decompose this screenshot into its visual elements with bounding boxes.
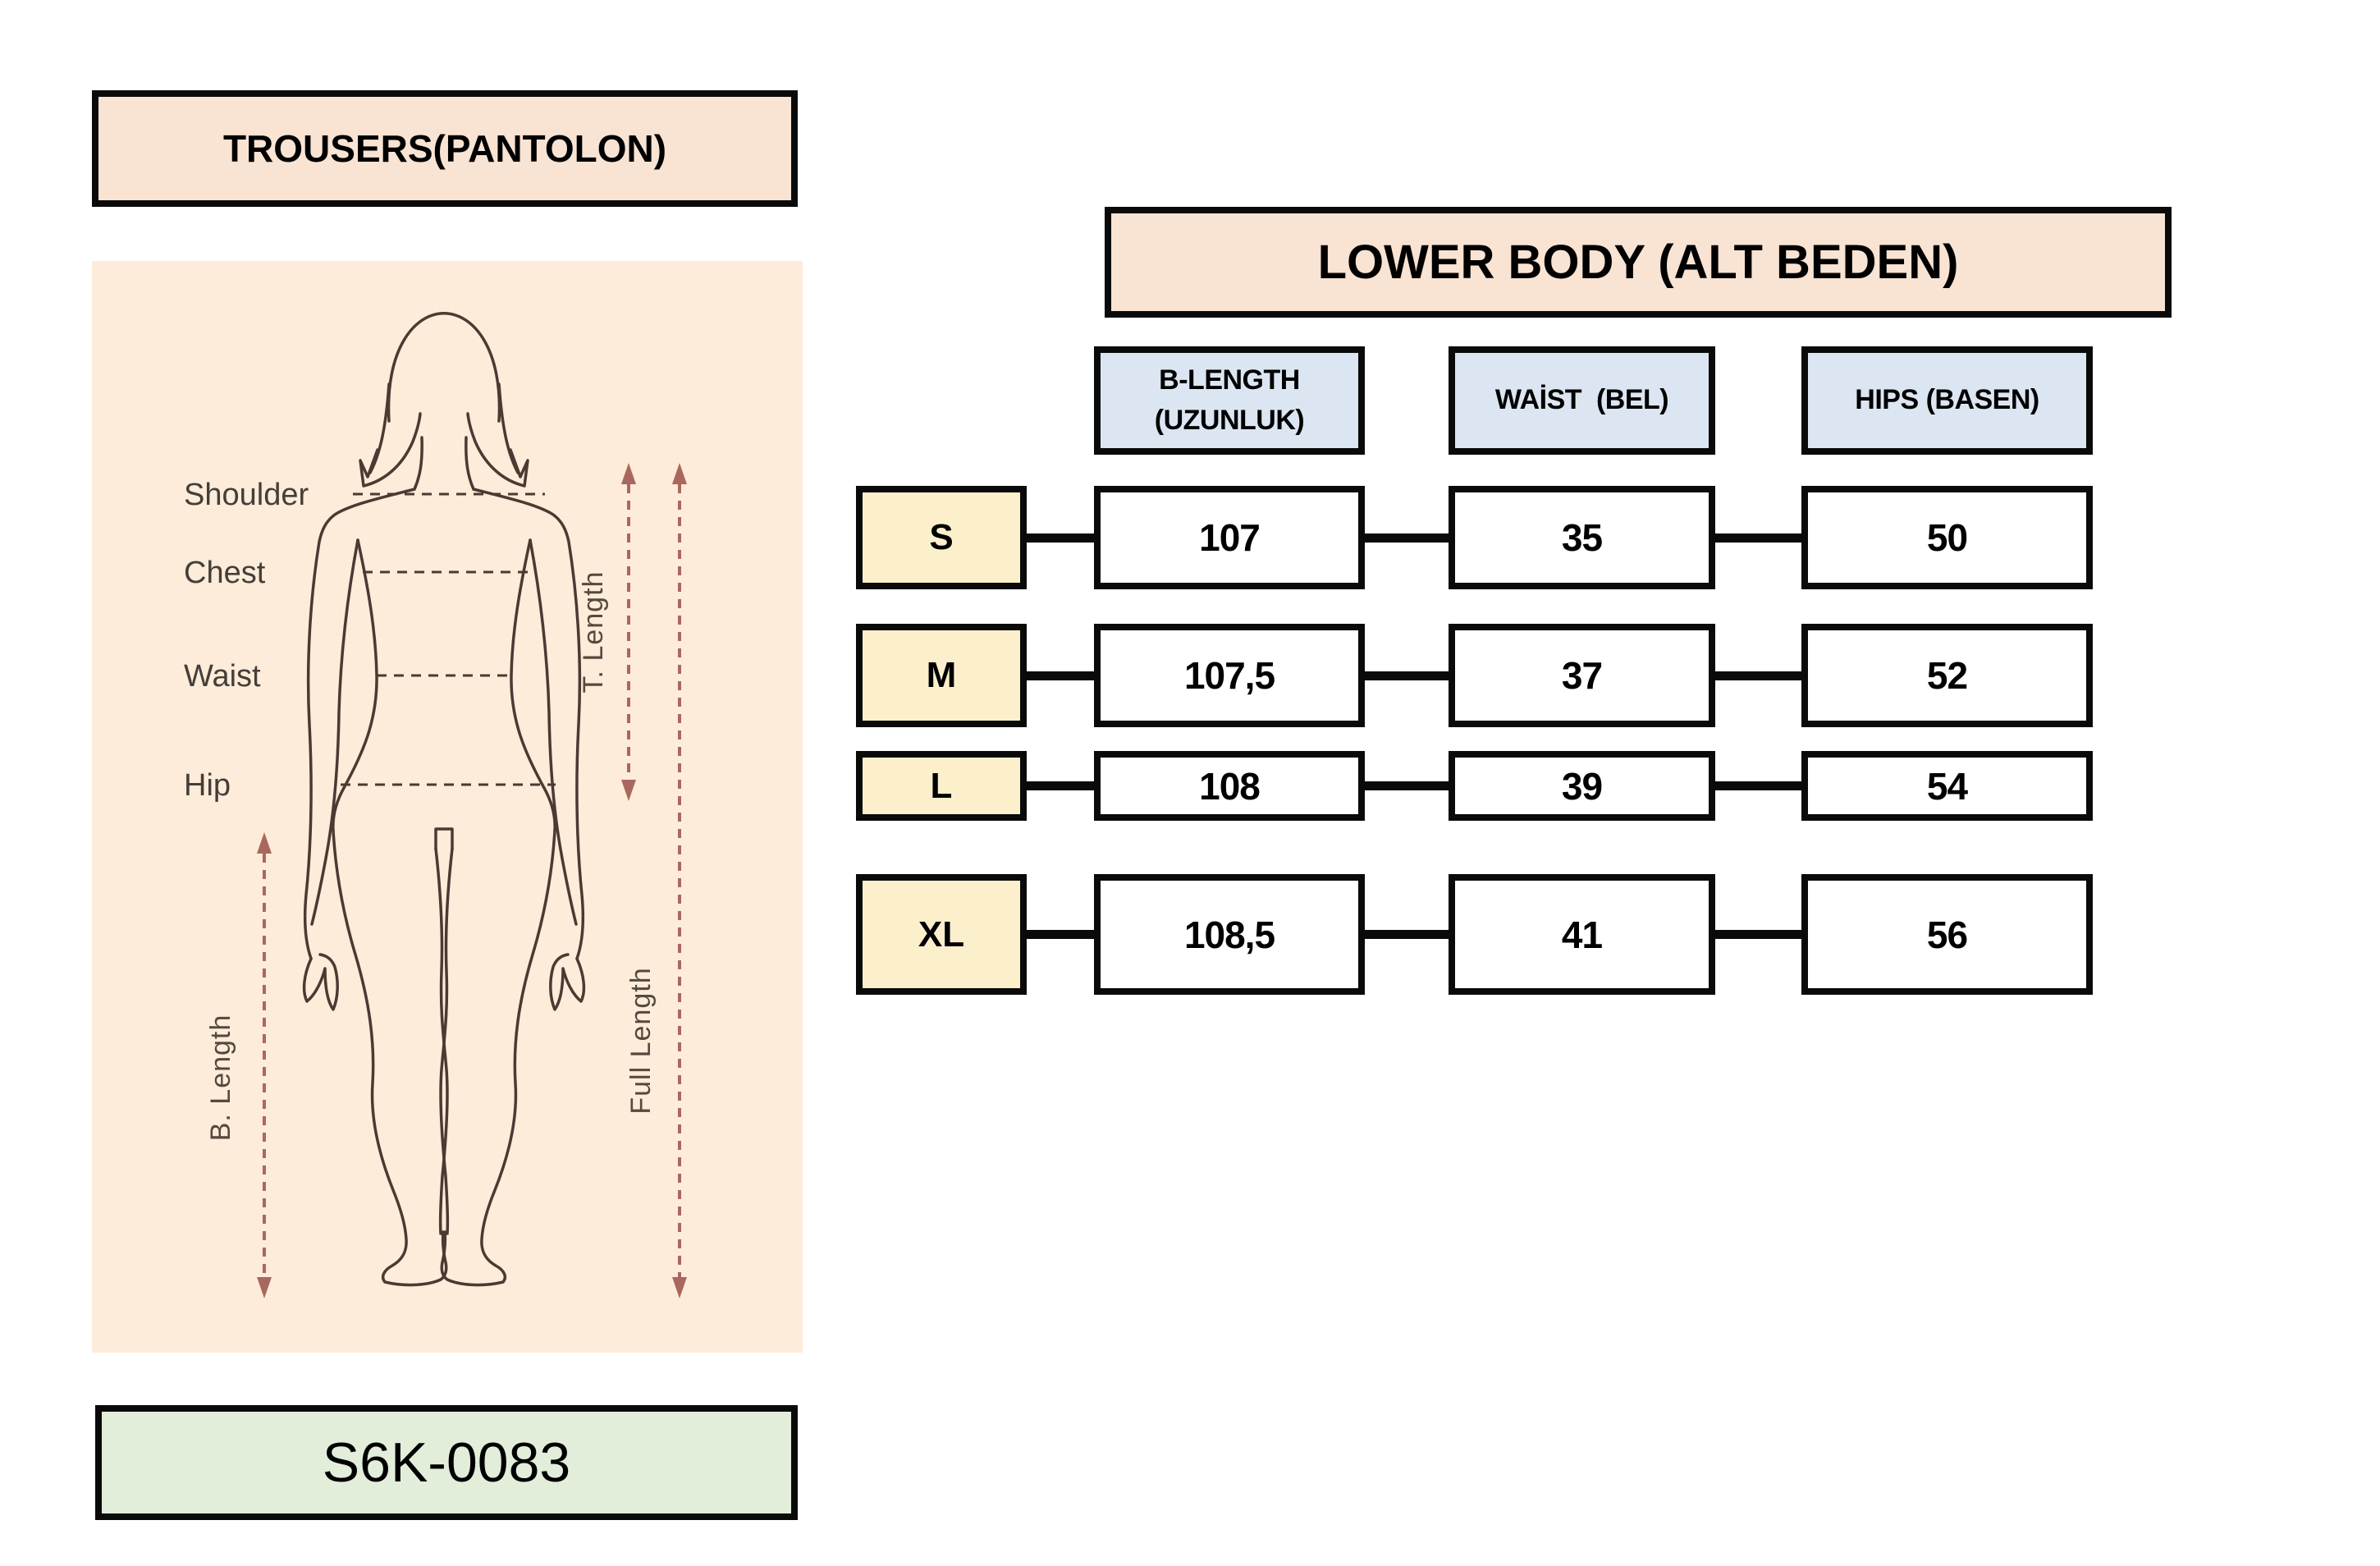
column-header-b-length: B-LENGTH (UZUNLUK) bbox=[1094, 346, 1365, 455]
figure-arm-right bbox=[472, 488, 585, 960]
size-label: S bbox=[929, 517, 954, 557]
connector-line bbox=[1715, 930, 1801, 939]
figure-crotch-notch bbox=[434, 827, 454, 850]
length-arrows bbox=[257, 463, 687, 1298]
value-text: 41 bbox=[1561, 913, 1603, 956]
garment-title: TROUSERS(PANTOLON) bbox=[222, 127, 667, 170]
female-body-figure bbox=[302, 312, 586, 1287]
full-length-arrowhead-top bbox=[672, 463, 687, 484]
figure-leg-right bbox=[440, 829, 556, 1287]
waist-label: Waist bbox=[184, 659, 261, 694]
value-text: 50 bbox=[1926, 516, 1968, 559]
garment-title-box: TROUSERS(PANTOLON) bbox=[92, 90, 798, 207]
value-text: 52 bbox=[1926, 654, 1968, 697]
figure-hand-right bbox=[549, 953, 586, 1011]
connector-line bbox=[1365, 671, 1449, 680]
size-box-xl: XL bbox=[856, 874, 1027, 995]
size-row-xl: XL 108,5 41 56 bbox=[856, 874, 2093, 995]
b-length-arrowhead-bottom bbox=[257, 1277, 272, 1298]
value-text: 107,5 bbox=[1183, 654, 1275, 697]
value-text: 39 bbox=[1561, 764, 1603, 808]
connector-line bbox=[1027, 781, 1094, 790]
table-title-text: LOWER BODY (ALT BEDEN) bbox=[1317, 236, 1959, 289]
value-text: 56 bbox=[1926, 913, 1968, 956]
value-cell-b-length: 108 bbox=[1094, 751, 1365, 821]
value-cell-waist: 35 bbox=[1449, 486, 1715, 589]
connector-line bbox=[1715, 671, 1801, 680]
lower-body-table-title: LOWER BODY (ALT BEDEN) bbox=[1105, 207, 2172, 318]
body-diagram-svg: Shoulder Chest Waist Hip T. Length Full … bbox=[184, 312, 687, 1298]
value-cell-hips: 52 bbox=[1801, 624, 2093, 727]
t-length-arrowhead-top bbox=[621, 463, 636, 484]
body-measurement-diagram: Shoulder Chest Waist Hip T. Length Full … bbox=[92, 261, 803, 1353]
figure-inner-arm-left bbox=[310, 538, 359, 926]
value-cell-b-length: 108,5 bbox=[1094, 874, 1365, 995]
value-text: 107 bbox=[1199, 516, 1261, 559]
size-box-s: S bbox=[856, 486, 1027, 589]
value-cell-waist: 37 bbox=[1449, 624, 1715, 727]
column-header-line: (UZUNLUK) bbox=[1154, 405, 1305, 436]
connector-line bbox=[1715, 533, 1801, 543]
b-length-label: B. Length bbox=[205, 1014, 236, 1142]
figure-leg-left bbox=[332, 829, 448, 1287]
connector-line bbox=[1027, 671, 1094, 680]
figure-inner-arm-right bbox=[529, 538, 578, 926]
value-cell-hips: 54 bbox=[1801, 751, 2093, 821]
value-text: 35 bbox=[1561, 516, 1603, 559]
size-box-l: L bbox=[856, 751, 1027, 821]
value-cell-hips: 56 bbox=[1801, 874, 2093, 995]
chest-label: Chest bbox=[184, 556, 266, 590]
hip-label: Hip bbox=[184, 768, 231, 803]
figure-torso-right bbox=[510, 538, 556, 832]
size-row-l: L 108 39 54 bbox=[856, 751, 2093, 821]
connector-line bbox=[1027, 930, 1094, 939]
value-cell-hips: 50 bbox=[1801, 486, 2093, 589]
connector-line bbox=[1365, 930, 1449, 939]
figure-hand-left bbox=[302, 953, 339, 1011]
connector-line bbox=[1365, 781, 1449, 790]
connector-line bbox=[1715, 781, 1801, 790]
size-box-m: M bbox=[856, 624, 1027, 727]
size-row-m: M 107,5 37 52 bbox=[856, 624, 2093, 727]
t-length-arrowhead-bottom bbox=[621, 780, 636, 801]
figure-hair-right bbox=[466, 382, 529, 488]
figure-inner-leg-right bbox=[439, 847, 454, 1235]
column-header-hips: HIPS (BASEN) bbox=[1801, 346, 2093, 455]
connector-line bbox=[1365, 533, 1449, 543]
measurement-dashed-lines bbox=[341, 492, 556, 786]
size-label: M bbox=[926, 655, 957, 695]
figure-arm-left bbox=[303, 488, 416, 960]
figure-hair-left bbox=[359, 382, 422, 488]
shoulder-label: Shoulder bbox=[184, 478, 309, 512]
size-row-s: S 107 35 50 bbox=[856, 486, 2093, 589]
t-length-label: T. Length bbox=[578, 571, 609, 694]
size-label: L bbox=[930, 765, 953, 806]
value-text: 108,5 bbox=[1183, 913, 1275, 956]
figure-torso-left bbox=[332, 538, 378, 832]
size-label: XL bbox=[918, 914, 965, 955]
column-header-line: WAİST (BEL) bbox=[1494, 384, 1669, 416]
value-text: 108 bbox=[1199, 764, 1261, 808]
value-cell-waist: 39 bbox=[1449, 751, 1715, 821]
full-length-label: Full Length bbox=[625, 967, 657, 1114]
figure-neck-left bbox=[413, 436, 423, 491]
value-cell-b-length: 107 bbox=[1094, 486, 1365, 589]
value-cell-waist: 41 bbox=[1449, 874, 1715, 995]
value-text: 54 bbox=[1926, 764, 1968, 808]
column-header-waist: WAİST (BEL) bbox=[1449, 346, 1715, 455]
connector-line bbox=[1027, 533, 1094, 543]
product-code: S6K-0083 bbox=[322, 1431, 571, 1494]
figure-head bbox=[387, 312, 501, 423]
product-code-box: S6K-0083 bbox=[95, 1405, 798, 1520]
column-header-line: HIPS (BASEN) bbox=[1855, 384, 2039, 416]
value-text: 37 bbox=[1561, 654, 1603, 697]
full-length-arrowhead-bottom bbox=[672, 1277, 687, 1298]
b-length-arrowhead-top bbox=[257, 832, 272, 854]
column-header-line: B-LENGTH bbox=[1159, 364, 1300, 396]
figure-neck-right bbox=[465, 436, 475, 491]
value-cell-b-length: 107,5 bbox=[1094, 624, 1365, 727]
figure-inner-leg-left bbox=[434, 847, 449, 1235]
